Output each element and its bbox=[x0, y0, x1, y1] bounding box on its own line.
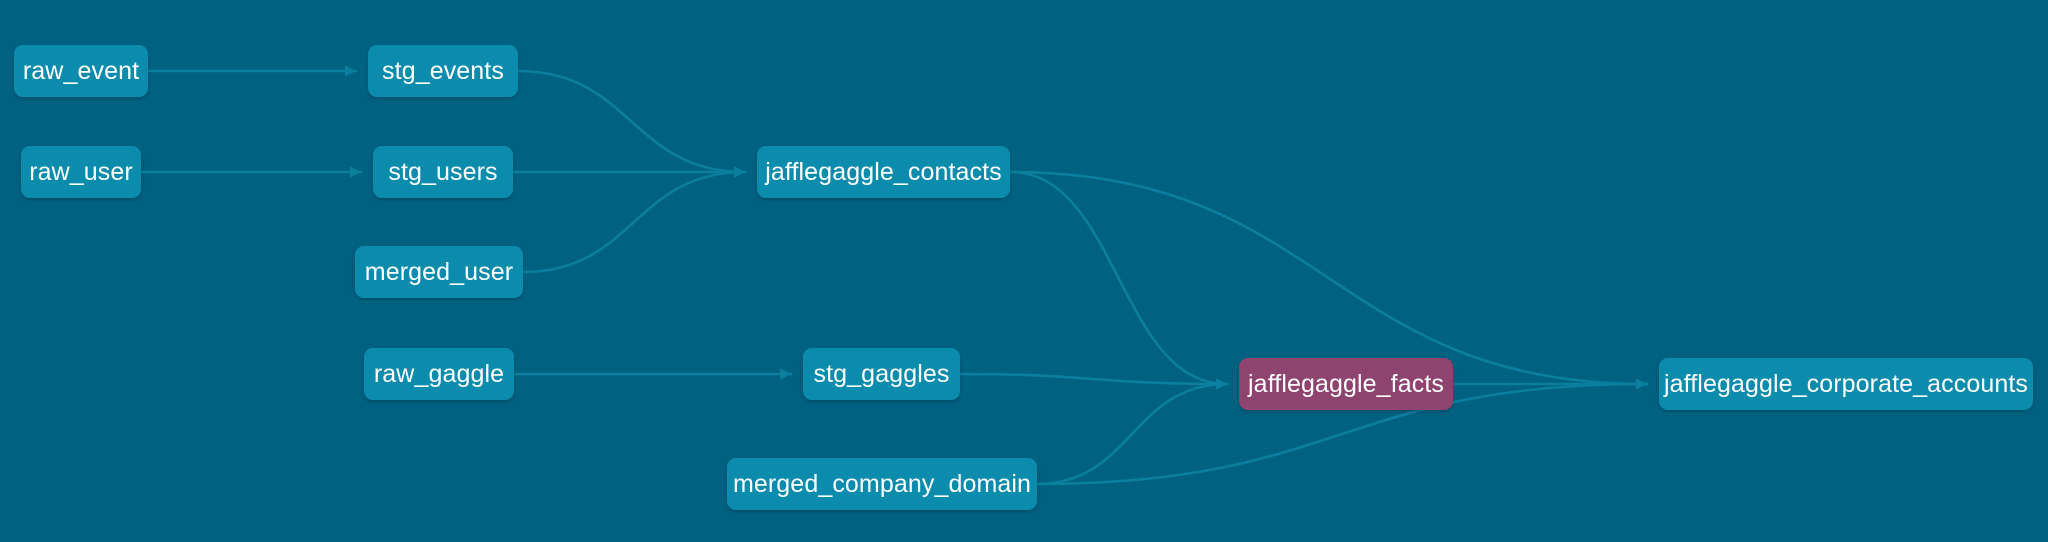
graph-node-raw_event[interactable]: raw_event bbox=[14, 45, 148, 97]
graph-node-jafflegaggle_contacts[interactable]: jafflegaggle_contacts bbox=[757, 146, 1010, 198]
graph-node-stg_users[interactable]: stg_users bbox=[373, 146, 513, 198]
graph-edge-jafflegaggle_contacts-to-jafflegaggle_facts bbox=[1008, 170, 1229, 390]
graph-node-jafflegaggle_facts[interactable]: jafflegaggle_facts bbox=[1239, 358, 1453, 410]
graph-edge-merged_user-to-jafflegaggle_contacts bbox=[521, 166, 747, 274]
graph-node-merged_company_domain[interactable]: merged_company_domain bbox=[727, 458, 1037, 510]
graph-node-label: merged_user bbox=[364, 257, 514, 286]
graph-node-label: jafflegaggle_facts bbox=[1248, 369, 1444, 398]
graph-edge-raw_gaggle-to-stg_gaggles bbox=[512, 368, 793, 380]
graph-node-label: raw_gaggle bbox=[373, 359, 505, 388]
graph-edge-stg_gaggles-to-jafflegaggle_facts bbox=[958, 372, 1229, 390]
graph-edge-raw_event-to-stg_events bbox=[146, 65, 358, 77]
graph-node-raw_gaggle[interactable]: raw_gaggle bbox=[364, 348, 514, 400]
graph-node-jafflegaggle_corporate_accounts[interactable]: jafflegaggle_corporate_accounts bbox=[1659, 358, 2033, 410]
graph-edge-stg_events-to-jafflegaggle_contacts bbox=[516, 69, 747, 178]
graph-node-label: stg_events bbox=[382, 56, 504, 85]
graph-edge-merged_company_domain-to-jafflegaggle_facts bbox=[1035, 378, 1229, 486]
graph-node-label: raw_user bbox=[29, 157, 133, 186]
graph-node-stg_events[interactable]: stg_events bbox=[368, 45, 518, 97]
graph-node-label: merged_company_domain bbox=[732, 469, 1032, 498]
graph-edge-jafflegaggle_contacts-to-jafflegaggle_corporate_accounts bbox=[1008, 170, 1649, 390]
graph-node-stg_gaggles[interactable]: stg_gaggles bbox=[803, 348, 960, 400]
graph-edge-raw_user-to-stg_users bbox=[139, 166, 363, 178]
graph-edge-stg_users-to-jafflegaggle_contacts bbox=[511, 166, 747, 178]
graph-edge-jafflegaggle_facts-to-jafflegaggle_corporate_accounts bbox=[1451, 378, 1649, 390]
graph-node-raw_user[interactable]: raw_user bbox=[21, 146, 141, 198]
graph-node-label: jafflegaggle_contacts bbox=[765, 157, 1002, 186]
graph-node-merged_user[interactable]: merged_user bbox=[355, 246, 523, 298]
graph-node-label: stg_gaggles bbox=[813, 359, 950, 388]
graph-node-label: stg_users bbox=[388, 157, 498, 186]
graph-node-label: jafflegaggle_corporate_accounts bbox=[1664, 369, 2029, 398]
graph-node-label: raw_event bbox=[22, 56, 140, 85]
